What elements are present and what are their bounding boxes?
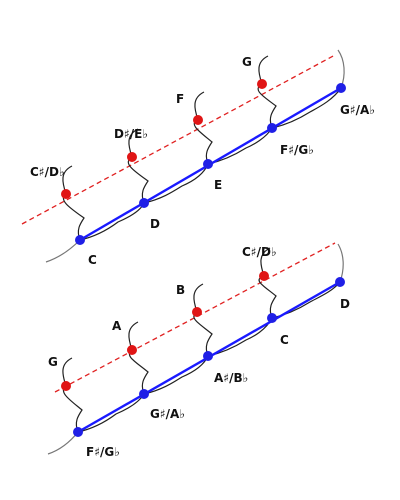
blue-note-node [139, 389, 149, 399]
blue-note-label: F♯/G♭ [86, 445, 120, 459]
helix-tail-start [47, 431, 79, 455]
blue-note-label: D [150, 217, 160, 231]
red-note-node [257, 79, 267, 89]
helix-arc [143, 163, 209, 204]
red-note-node [61, 189, 71, 199]
red-dashed-line [54, 242, 336, 393]
red-note-node [193, 115, 203, 125]
helix-arc [193, 311, 213, 357]
blue-note-node [267, 313, 277, 323]
blue-note-node [335, 277, 345, 287]
blue-note-node [203, 351, 213, 361]
blue-note-label: G♯/A♭ [150, 407, 185, 421]
blue-note-label: C [88, 253, 97, 267]
red-note-node [192, 307, 202, 317]
blue-note-label: C [280, 333, 289, 347]
blue-note-node [139, 198, 149, 208]
helix-tail-end [337, 243, 344, 283]
red-note-label: B [176, 283, 185, 297]
helix-diagram-top: C D E F♯/G♭ G♯/A♭ C♯/D♭ D♯/E♭ F G [21, 49, 375, 267]
red-note-node [127, 152, 137, 162]
helix-arc [258, 275, 277, 319]
helix-arc [79, 202, 145, 241]
helix-arc [257, 83, 277, 129]
red-note-label: G [242, 55, 252, 69]
helix-arc [193, 119, 213, 165]
blue-note-node [267, 123, 277, 133]
helix-arc [128, 349, 149, 395]
blue-note-label: F♯/G♭ [280, 143, 314, 157]
red-dashed-line [21, 54, 336, 225]
helix-tail-end [337, 49, 345, 89]
helix-arc [271, 87, 342, 129]
red-note-node [61, 381, 71, 391]
red-note-label: C♯/D♭ [242, 245, 277, 259]
blue-note-node [73, 427, 83, 437]
red-note-label: G [48, 355, 58, 369]
red-note-label: D♯/E♭ [114, 127, 148, 141]
helix-tail-start [45, 239, 81, 263]
helix-arc [77, 393, 145, 433]
helix-arc [207, 317, 273, 357]
blue-note-label: D [340, 297, 350, 311]
helix-arc [62, 385, 83, 433]
blue-note-label: G♯/A♭ [340, 103, 375, 117]
red-note-label: C♯/D♭ [30, 165, 65, 179]
blue-note-label: E [214, 178, 222, 192]
blue-note-label: A♯/B♭ [214, 371, 248, 385]
red-note-label: F [176, 92, 184, 106]
blue-note-node [203, 159, 213, 169]
helix-arc [62, 193, 85, 241]
red-note-node [259, 271, 269, 281]
red-note-label: A [112, 319, 122, 333]
helix-diagram-bottom: F♯/G♭ G♯/A♭ A♯/B♭ C D G A B C♯/D♭ [47, 242, 350, 459]
red-note-node [127, 345, 137, 355]
helix-arc [127, 156, 149, 204]
helix-arc [143, 355, 209, 395]
blue-note-node [336, 83, 346, 93]
helix-arc [207, 127, 273, 165]
blue-note-node [75, 235, 85, 245]
